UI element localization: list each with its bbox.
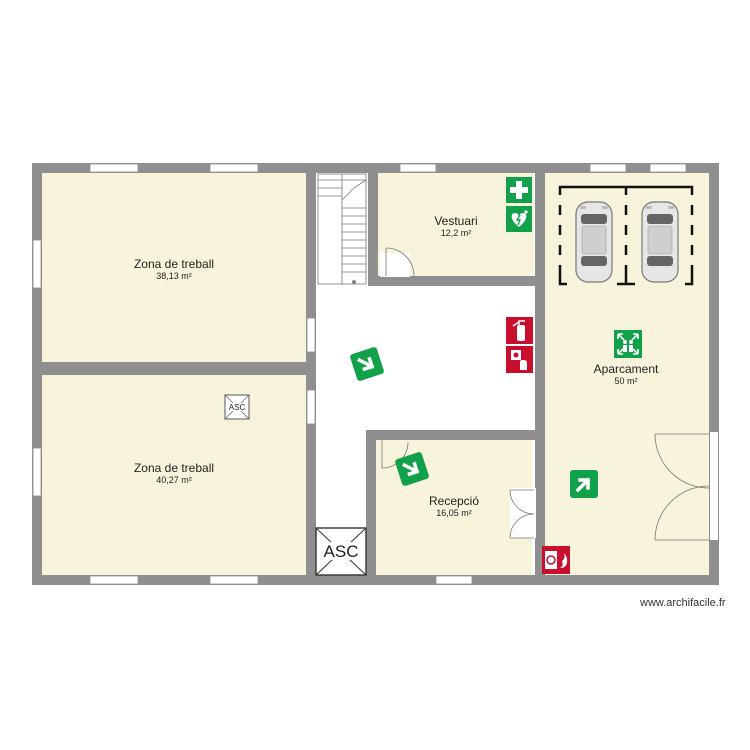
room-area: 50 m²	[614, 376, 637, 386]
windows	[32, 163, 687, 585]
watermark: www.archifacile.fr	[640, 597, 726, 609]
elevator-label-small: ASC	[229, 403, 246, 412]
staircase	[317, 173, 367, 285]
elevator-small: ASC	[224, 394, 250, 420]
room-name: Recepció	[429, 494, 479, 508]
assembly-point-icon	[614, 330, 642, 358]
parking-bays	[558, 185, 694, 286]
room-area: 12,2 m²	[441, 228, 472, 238]
room-floor-parking	[545, 173, 709, 575]
room-floor-work-1	[42, 173, 306, 362]
room-area: 40,27 m²	[156, 475, 192, 485]
room-area: 16,05 m²	[436, 508, 472, 518]
room-name: Vestuari	[434, 214, 477, 228]
room-name: Aparcament	[594, 362, 659, 376]
fire-alarm-icon	[506, 346, 533, 373]
evacuation-arrow-icon	[347, 344, 387, 384]
car-icon	[641, 201, 679, 283]
fire-extinguisher-icon	[506, 317, 533, 344]
doors	[380, 247, 718, 541]
elevator-label-large: ASC	[324, 542, 359, 561]
car-icon	[575, 201, 613, 283]
room-area: 38,13 m²	[156, 271, 192, 281]
room-name: Zona de treball	[134, 461, 214, 475]
fire-hose-icon	[542, 546, 570, 574]
first-aid-icon	[506, 177, 532, 203]
room-floor-work-2	[42, 375, 306, 575]
walls	[32, 163, 719, 585]
room-name: Zona de treball	[134, 257, 214, 271]
elevator-large: ASC	[315, 527, 367, 576]
defibrillator-icon	[506, 206, 532, 232]
